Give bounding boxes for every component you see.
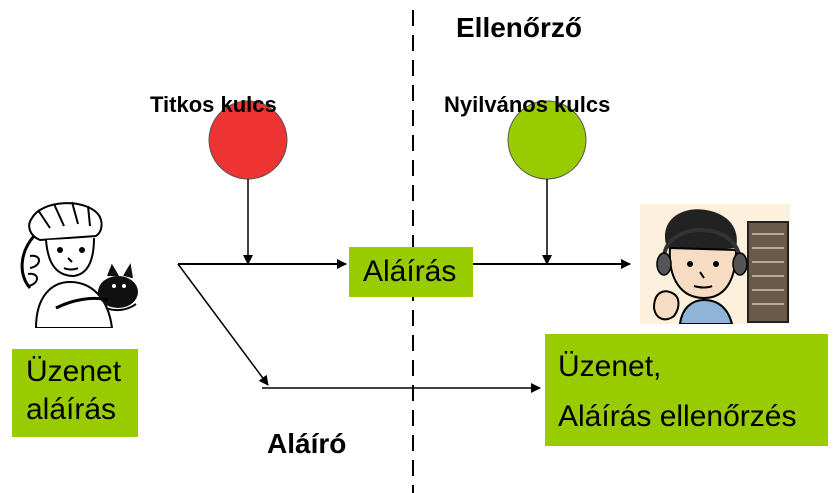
flow-diagonal-line: [177, 263, 269, 386]
public-key-label: Nyilvános kulcs: [444, 92, 611, 117]
message-sign-box: Üzenet aláírás: [12, 349, 138, 437]
message-sign-line-2: aláírás: [26, 392, 117, 426]
verifier-heading: Ellenőrző: [456, 12, 583, 43]
boy-with-headphones-illustration: [640, 204, 790, 324]
private-key-label: Titkos kulcs: [150, 92, 277, 117]
message-verify-box: Üzenet, Aláírás ellenőrzés: [545, 334, 828, 446]
message-verify-line-2: Aláírás ellenőrzés: [558, 399, 797, 433]
message-sign-line-1: Üzenet: [26, 355, 122, 388]
signer-heading: Aláíró: [267, 428, 347, 459]
message-verify-line-1: Üzenet,: [558, 350, 662, 383]
signature-box: Aláírás: [349, 247, 473, 297]
girl-with-cat-illustration: [20, 201, 138, 328]
signature-box-label: Aláírás: [363, 255, 457, 288]
